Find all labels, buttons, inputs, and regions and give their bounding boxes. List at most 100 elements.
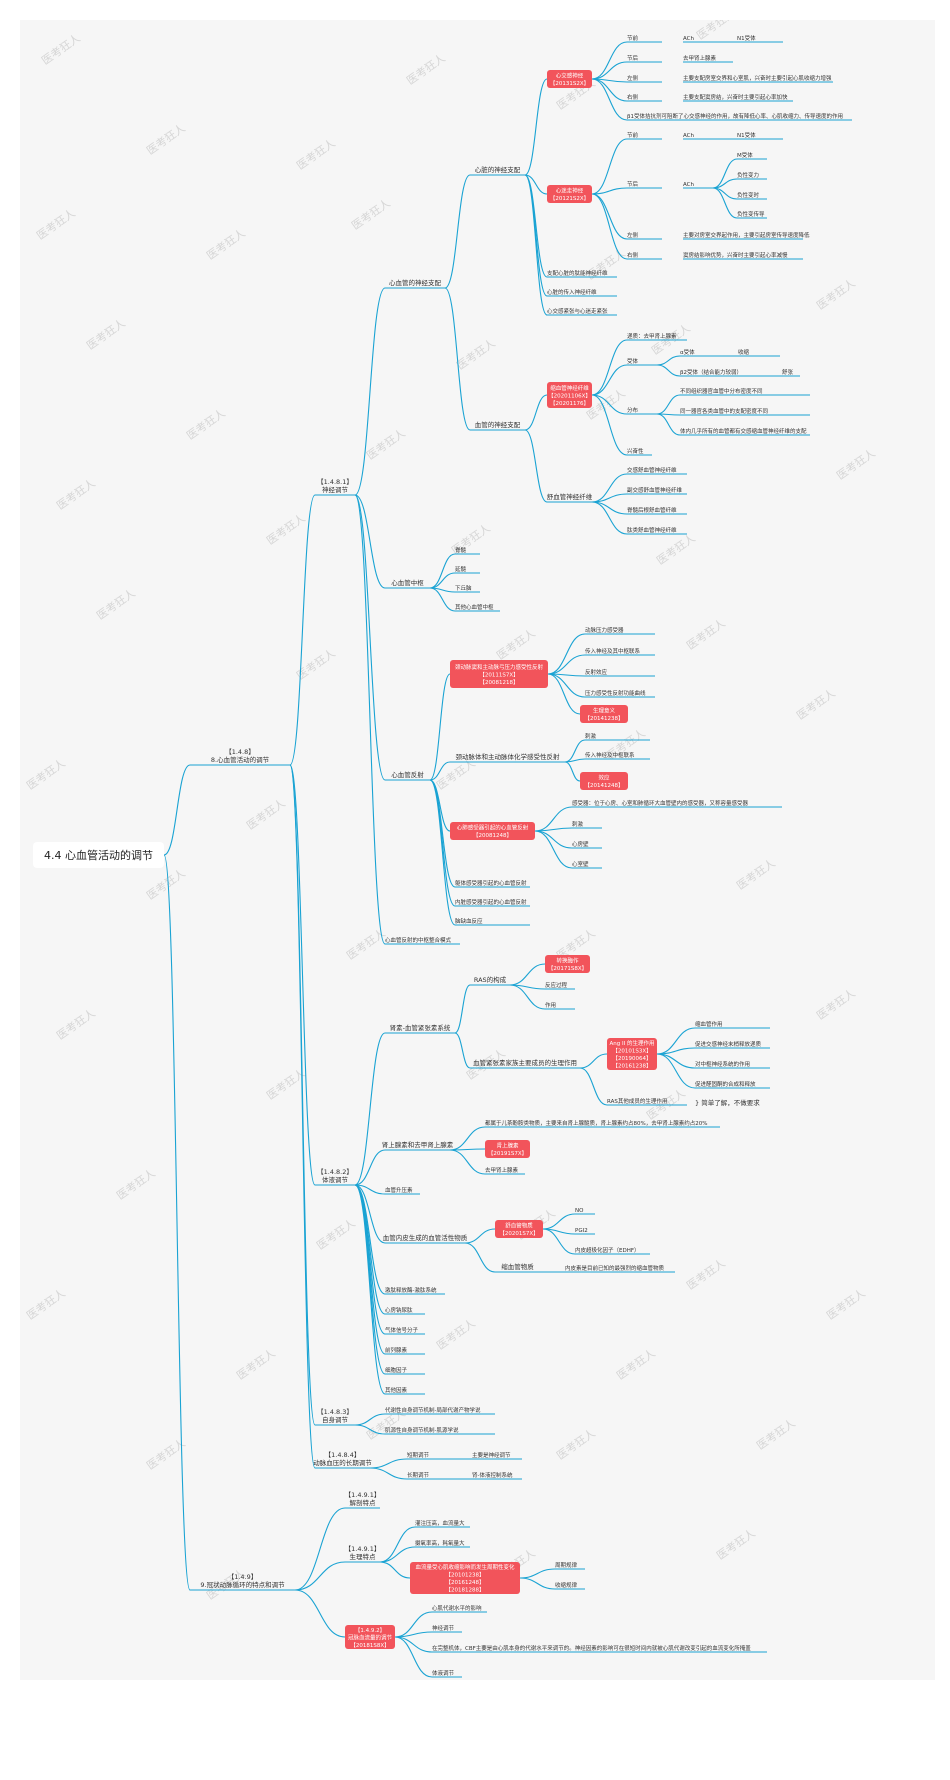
- vasoconstrictor-substance: 缩血管物质: [501, 1262, 534, 1271]
- connector-line: [524, 78, 548, 176]
- connector-line: [429, 553, 456, 589]
- long-term-desc: 主要是神经调节: [472, 1451, 511, 1459]
- connector-line: [564, 761, 581, 782]
- watermark-text: 医考狂人: [494, 627, 537, 663]
- sym-item: 节后: [627, 54, 639, 62]
- center-item: 其他心血管中枢: [455, 603, 494, 611]
- highlight-label: 【20141238】: [585, 715, 624, 722]
- root-node[interactable]: 4.4 心血管活动的调节: [33, 842, 164, 868]
- highlight-label: 【20081248】: [473, 832, 512, 839]
- mindmap-diagram: 医考狂人医考狂人医考狂人医考狂人医考狂人医考狂人医考狂人医考狂人医考狂人医考狂人…: [24, 20, 878, 1678]
- long-term-desc: 肾-体液控制系统: [472, 1471, 513, 1479]
- highlight-label: 【20161238】: [613, 1063, 652, 1070]
- connector-line: [294, 1589, 346, 1638]
- watermark-text: 医考狂人: [144, 867, 187, 903]
- highlight-label: 【20191S7X】: [488, 1150, 527, 1157]
- center-item: 延髓: [455, 565, 467, 573]
- connector-line: [656, 355, 681, 366]
- vag-post-ach: ACh: [683, 182, 695, 188]
- coronary-reg-item: 体液调节: [432, 1669, 455, 1677]
- connector-line: [429, 779, 456, 907]
- connector-line: [534, 830, 573, 849]
- highlight-label: 【20101238】: [446, 1572, 485, 1579]
- connector-line: [591, 61, 628, 80]
- highlight-label: 缩血管神经纤维: [550, 384, 589, 392]
- highlight-label: 【20201176】: [550, 400, 589, 407]
- vag-receptor: N1受体: [737, 131, 756, 139]
- vc-alpha: α受体: [680, 348, 695, 356]
- sym-item: 节前: [627, 34, 639, 42]
- coronary-physiology: 【1.4.9.1】生理特点: [345, 1545, 381, 1561]
- node-humoral-regulation: 【1.4.8.2】体液调节: [317, 1168, 353, 1184]
- vag-post: 节后: [627, 180, 639, 188]
- connector-line: [369, 1467, 408, 1480]
- humoral-extra-item: 其他因素: [385, 1386, 408, 1394]
- angII-item: 促进醛固酮的合成和释放: [695, 1080, 756, 1088]
- vag-ach: ACh: [683, 133, 695, 139]
- node-cv-center: 心血管中枢: [391, 578, 424, 587]
- vag-side: 右侧: [627, 251, 639, 259]
- watermark-text: 医考狂人: [144, 122, 187, 158]
- highlight-label: 【20201106X】: [548, 392, 591, 399]
- sym-ach: ACh: [683, 36, 695, 42]
- vag-side-desc: 窦房结影响优势，兴奋时主要引起心率减慢: [683, 251, 788, 259]
- highlight-label: Ang II 的生理作用: [610, 1039, 655, 1047]
- vag-item: 节前: [627, 131, 639, 139]
- highlight-label: 血流量受心肌收缩影响而发生周期性变化: [415, 1563, 515, 1571]
- highlight-label: 肾上腺素: [496, 1142, 519, 1150]
- connector-line: [394, 1611, 433, 1638]
- mindmap-canvas: 医考狂人医考狂人医考狂人医考狂人医考狂人医考狂人医考狂人医考狂人医考狂人医考狂人…: [20, 20, 935, 1680]
- sym-item: 左侧: [627, 74, 639, 82]
- highlight-label: 【20111S7X】: [479, 671, 518, 678]
- watermark-text: 医考狂人: [264, 512, 307, 548]
- card-item: 心房壁: [572, 840, 589, 848]
- connector-line: [547, 673, 581, 715]
- long-term-item: 长期调节: [407, 1471, 430, 1479]
- connector-line: [591, 364, 628, 396]
- connector-line: [591, 501, 628, 515]
- connector-line: [294, 1561, 346, 1591]
- endo-item: NO: [575, 1208, 584, 1214]
- auto-item: 代谢性自身调节机制-局部代谢产物学说: [385, 1406, 481, 1414]
- watermark-text: 医考狂人: [434, 1317, 477, 1353]
- vc-origin: 递质：去甲肾上腺素: [627, 332, 677, 340]
- connector-line: [354, 1149, 386, 1186]
- vag-effect: M受体: [737, 151, 753, 159]
- connector-line: [579, 1067, 608, 1106]
- vc-beta2-effect: 舒张: [782, 368, 794, 376]
- humoral-extra-item: 激肽释放酶-激肽系统: [385, 1286, 437, 1294]
- connector-line: [564, 758, 586, 763]
- connector-line: [289, 764, 316, 1469]
- connector-line: [449, 1126, 486, 1151]
- watermark-text: 医考狂人: [734, 857, 777, 893]
- watermark-text: 医考狂人: [84, 317, 127, 353]
- watermark-text: 医考狂人: [34, 207, 77, 243]
- coronary-reg-item: 神经调节: [432, 1624, 455, 1632]
- highlight-label: 心交感神经: [556, 72, 584, 80]
- connector-line: [163, 854, 191, 1591]
- connector-line: [429, 779, 456, 926]
- connector-line: [354, 1424, 386, 1435]
- connector-line: [591, 339, 628, 396]
- node-long-term-bp: 【1.4.8.4】动脉血压的长期调节: [313, 1451, 372, 1467]
- humoral-extra-item: 细胞因子: [385, 1366, 408, 1374]
- highlight-label: 【20131S2X】: [550, 80, 589, 87]
- root-label: 4.4 心血管活动的调节: [44, 849, 153, 862]
- baro-item: 传入神经及其中枢联系: [585, 647, 641, 655]
- vagal-box: [547, 185, 592, 203]
- connector-line: [354, 1184, 386, 1395]
- node-vessel-innervation: 血管的神经支配: [475, 420, 521, 429]
- chemo-effect-box: [580, 772, 628, 790]
- humoral-extra-item: 气体信号分子: [385, 1326, 419, 1334]
- watermark-text: 医考狂人: [114, 1167, 157, 1203]
- connector-line: [591, 473, 628, 503]
- connector-line: [591, 41, 628, 80]
- node-cv-reflex: 心血管反射: [391, 770, 424, 779]
- sympathetic-box: [547, 70, 592, 88]
- endo-item: 内皮超极化因子（EDHF）: [575, 1246, 640, 1254]
- vc-tone: 兴奋性: [627, 447, 644, 455]
- connector-line: [712, 158, 738, 189]
- coronary-flow-box: [410, 1562, 520, 1594]
- connector-line: [656, 1053, 696, 1069]
- endo-item: PGI2: [575, 1228, 588, 1234]
